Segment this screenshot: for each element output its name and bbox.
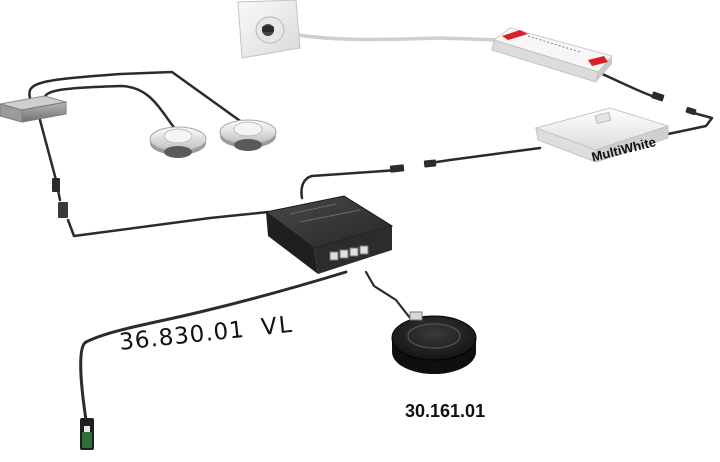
spot-cable-inner bbox=[42, 84, 178, 132]
spot-light-1 bbox=[149, 126, 207, 158]
controller-input-cable bbox=[300, 168, 400, 200]
wall-socket bbox=[237, 0, 301, 59]
touch-sensor bbox=[391, 311, 477, 374]
led-driver bbox=[534, 107, 670, 163]
power-supply bbox=[491, 27, 613, 83]
driver-output-cable bbox=[428, 146, 542, 165]
cables bbox=[28, 28, 714, 422]
spot-light-2 bbox=[219, 119, 277, 151]
spot-cable-outer bbox=[28, 70, 252, 130]
cable-suffix: VL bbox=[259, 311, 296, 341]
driver-input-cable bbox=[666, 110, 714, 136]
distributor-box bbox=[0, 95, 67, 123]
psu-output-cable bbox=[596, 70, 657, 99]
mains-cable bbox=[270, 28, 502, 42]
controller-unit bbox=[264, 195, 394, 274]
cable-end-connector bbox=[80, 418, 94, 450]
touch-sensor-cable bbox=[364, 270, 412, 320]
sensor-part-label: 30.161.01 bbox=[405, 401, 486, 421]
distributor-to-controller-cable bbox=[66, 210, 270, 238]
sensor-lead-cable bbox=[79, 270, 348, 422]
connectors bbox=[52, 91, 697, 218]
